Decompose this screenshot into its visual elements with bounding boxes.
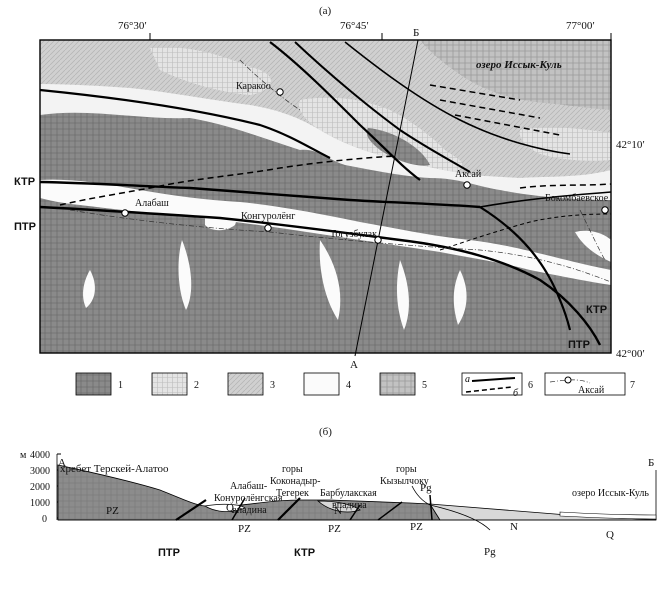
section-b-end-a: А bbox=[58, 457, 66, 469]
section-fault-ptr: ПТР bbox=[158, 547, 180, 559]
unit-label-q-1: Q bbox=[226, 502, 234, 514]
ytick-2000: 2000 bbox=[30, 482, 50, 493]
unit-label-pz-2: PZ bbox=[238, 523, 251, 535]
range-kok-3: Тегерек bbox=[276, 488, 309, 499]
legend-swatch-1 bbox=[75, 372, 112, 396]
unit-label-pg-2: Pg bbox=[484, 546, 496, 558]
range-terskey: хребет Терскей-Алатоо bbox=[60, 463, 169, 475]
coord-top-3: 77°00′ bbox=[566, 20, 595, 32]
legend-swatch-2 bbox=[151, 372, 188, 396]
place-kongurolong: Конгуролёнг bbox=[241, 211, 295, 222]
ytick-3000: 3000 bbox=[30, 466, 50, 477]
section-fault-ktr: КТР bbox=[294, 547, 315, 559]
unit-2-c bbox=[519, 127, 611, 161]
range-kyz-2: Кызылчоку bbox=[380, 476, 429, 487]
ytick-0: 0 bbox=[42, 514, 47, 525]
section-line bbox=[354, 39, 419, 357]
place-bokombaevskoe: Бокомбаевское bbox=[545, 193, 609, 204]
legend-label-5: 5 bbox=[422, 380, 427, 391]
range-alabash-3: впадина bbox=[232, 505, 267, 516]
legend: 1 2 3 4 5 а б 6 Аксай 7 bbox=[75, 372, 635, 399]
section-b-end-b: Б bbox=[648, 457, 654, 469]
legend-label-4: 4 bbox=[346, 380, 351, 391]
fault-ktr-left: КТР bbox=[14, 176, 35, 188]
place-karakoo: Каракоо bbox=[236, 81, 271, 92]
range-barb-1: Барбулакская bbox=[320, 488, 377, 499]
legend-label-3: 3 bbox=[270, 380, 275, 391]
coord-top-2: 76°45′ bbox=[340, 20, 369, 32]
cross-section bbox=[57, 464, 657, 531]
map-frame bbox=[39, 39, 612, 357]
legend-line-a: а bbox=[465, 374, 470, 385]
fault-ktr-line bbox=[39, 180, 481, 209]
unit-label-pz-3: PZ bbox=[328, 523, 341, 535]
settlement-marker bbox=[276, 88, 284, 96]
section-end-b: Б bbox=[413, 27, 419, 39]
unit-2-b bbox=[150, 47, 271, 95]
unit-label-n-2: N bbox=[510, 521, 518, 533]
range-kok-2: Коконадыр- bbox=[270, 476, 320, 487]
place-aksai: Аксай bbox=[455, 169, 482, 180]
ytick-1000: 1000 bbox=[30, 498, 50, 509]
legend-line-b: б bbox=[513, 388, 519, 399]
panel-a-label: (а) bbox=[319, 5, 332, 17]
coord-right-2: 42°00′ bbox=[616, 348, 645, 360]
legend-swatch-5 bbox=[379, 372, 416, 396]
legend-settlement-label: Аксай bbox=[578, 385, 605, 396]
legend-label-6: 6 bbox=[528, 380, 533, 391]
fault-ptr-line bbox=[39, 205, 602, 346]
unit-q-depression bbox=[203, 503, 246, 512]
lake-label: озеро Иссык-Куль bbox=[476, 59, 562, 71]
section-end-a: А bbox=[350, 359, 358, 371]
legend-label-7: 7 bbox=[630, 380, 635, 391]
unit-5-lake bbox=[420, 40, 611, 110]
range-lake: озеро Иссык-Куль bbox=[572, 488, 649, 499]
place-alabash: Алабаш bbox=[135, 198, 169, 209]
place-toguzbulak: Тогузбулак bbox=[330, 229, 377, 240]
panel-b-label: (б) bbox=[319, 426, 332, 438]
coord-top-1: 76°30′ bbox=[118, 20, 147, 32]
fault-ptr-right: ПТР bbox=[568, 339, 590, 351]
unit-label-n-1: N bbox=[334, 505, 342, 517]
range-kok-1: горы bbox=[282, 464, 303, 475]
yaxis-unit: м bbox=[20, 450, 27, 461]
range-alabash-2: Конуролёнгская bbox=[214, 493, 283, 504]
coord-right-1: 42°10′ bbox=[616, 139, 645, 151]
fault-ktr-right: КТР bbox=[586, 304, 607, 316]
unit-label-q-2: Q bbox=[606, 529, 614, 541]
unit-label-pz-1: PZ bbox=[106, 505, 119, 517]
legend-label-2: 2 bbox=[194, 380, 199, 391]
unit-label-pz-4: PZ bbox=[410, 521, 423, 533]
fault-ptr-left: ПТР bbox=[14, 221, 36, 233]
range-kyz-1: горы bbox=[396, 464, 417, 475]
legend-label-1: 1 bbox=[118, 380, 123, 391]
legend-swatch-3 bbox=[227, 372, 264, 396]
unit-label-pg-1: Pg bbox=[420, 482, 432, 494]
unit-4-valley bbox=[40, 179, 611, 285]
ytick-4000: 4000 bbox=[30, 450, 50, 461]
range-alabash-1: Алабаш- bbox=[230, 481, 267, 492]
range-barb-2: впадина bbox=[332, 500, 367, 511]
legend-swatch-4 bbox=[303, 372, 340, 396]
